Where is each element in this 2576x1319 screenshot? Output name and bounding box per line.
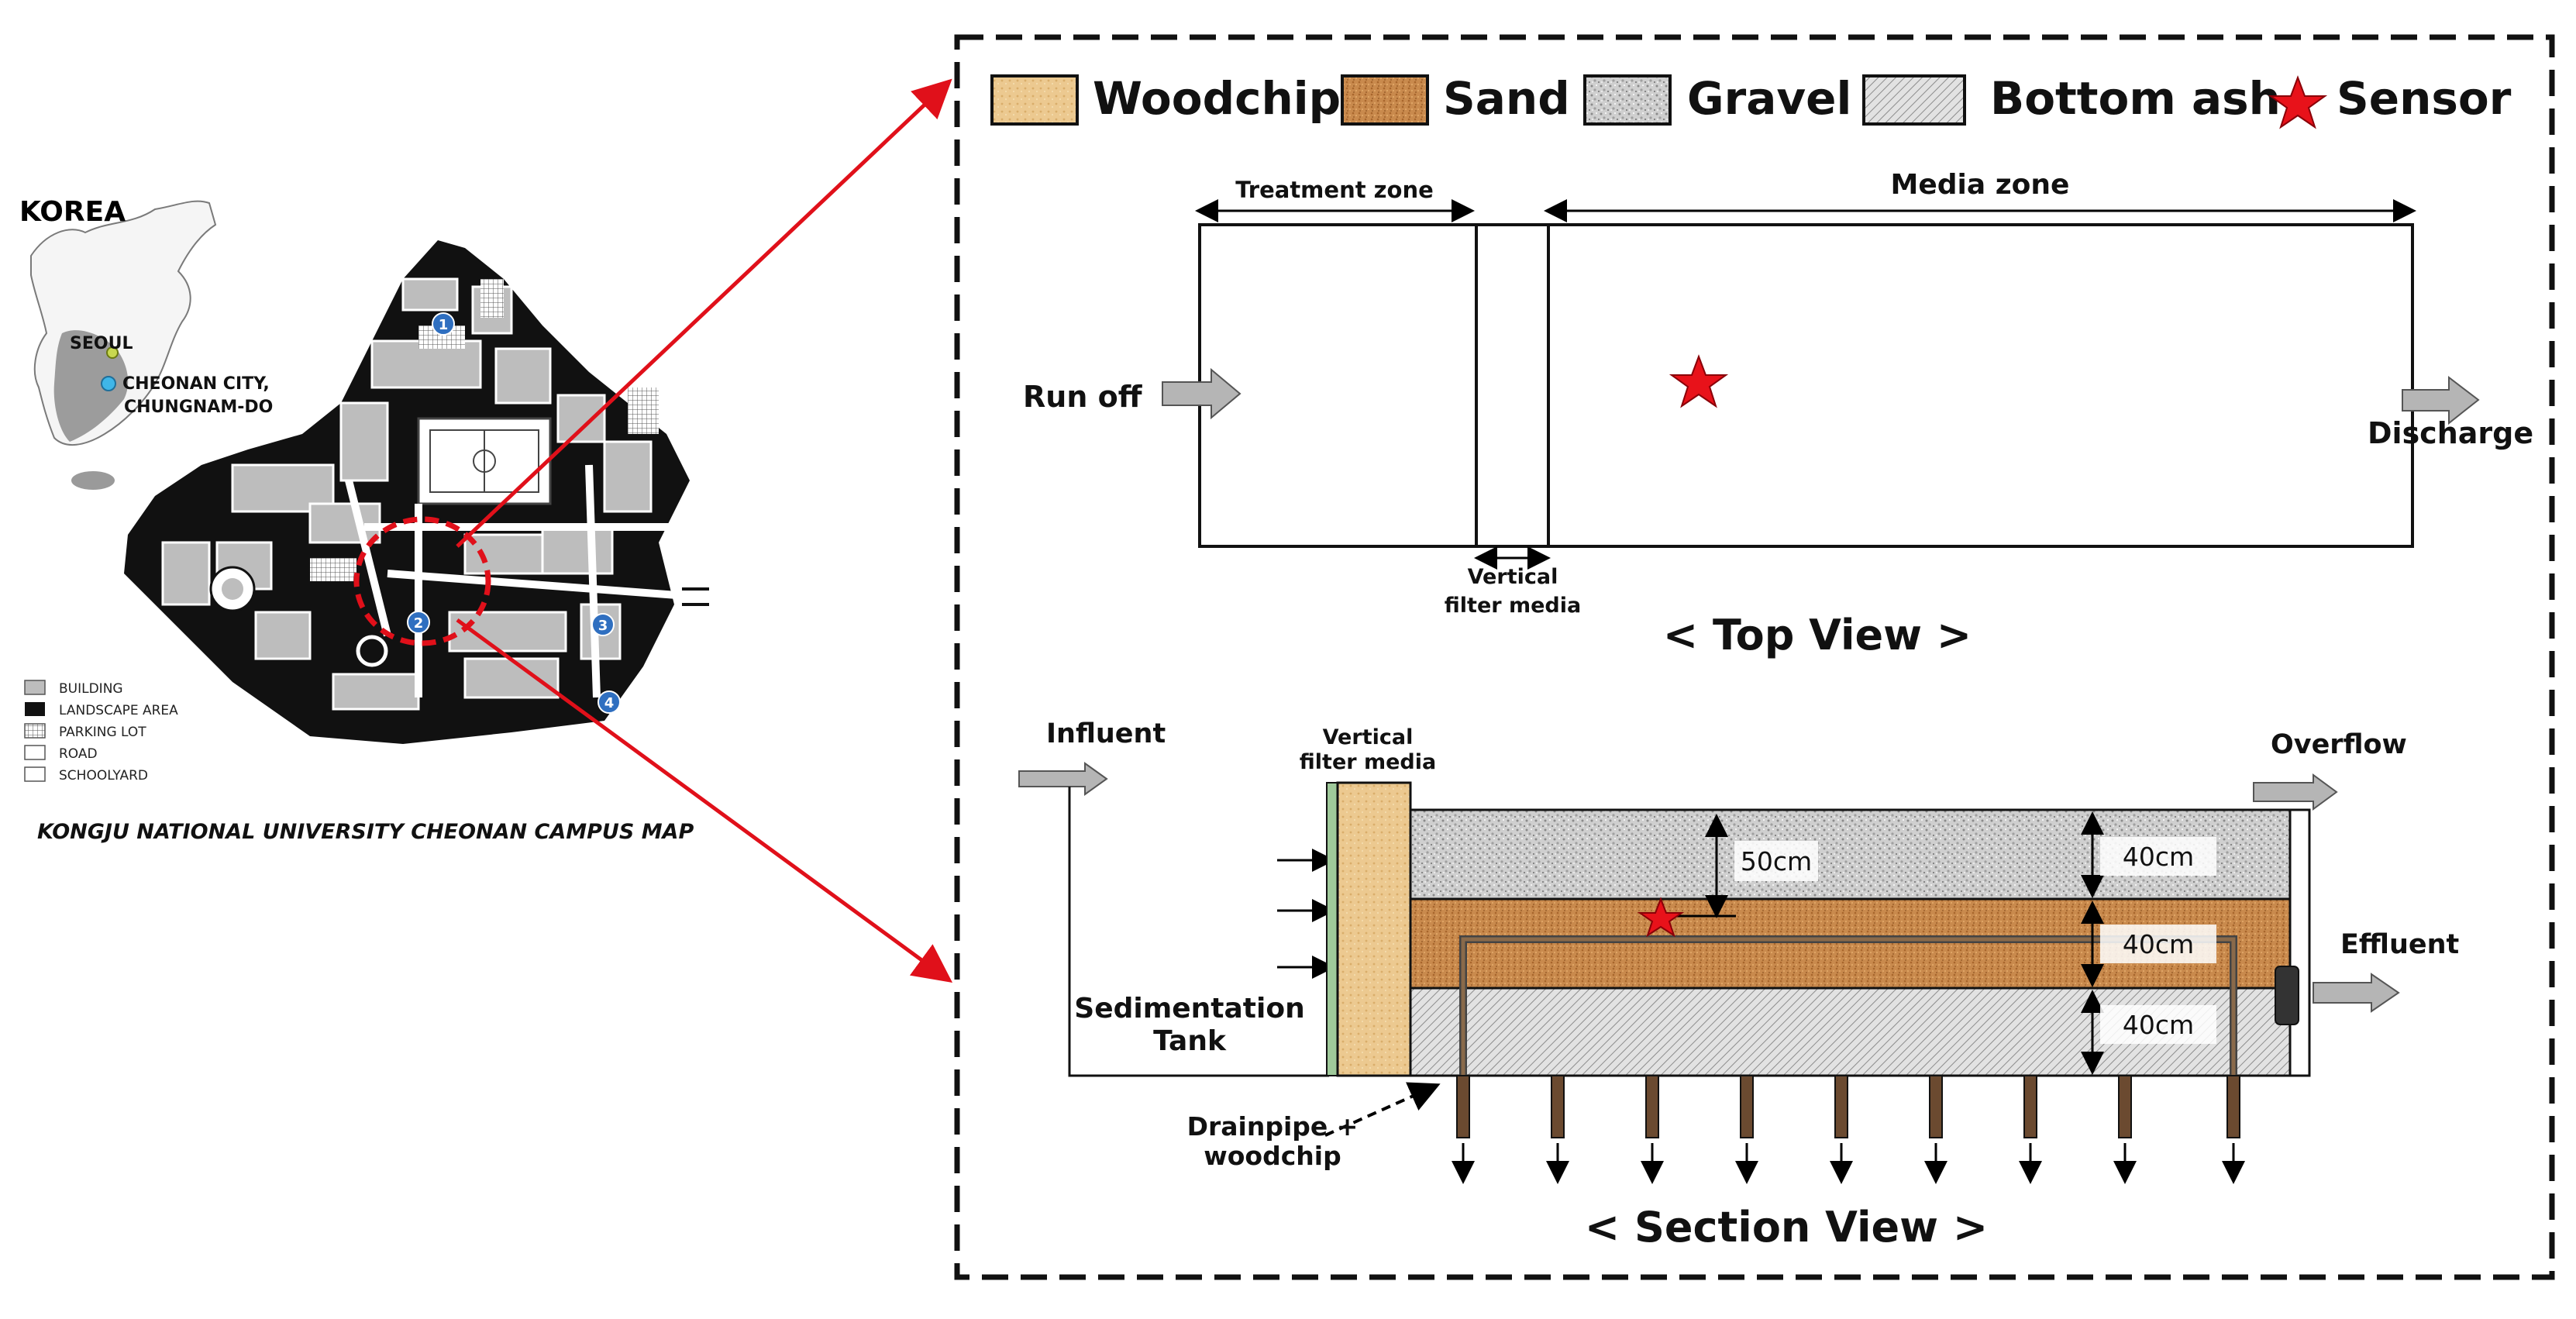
legend-swatch-schoolyard [24, 766, 46, 782]
legend-swatch-woodchip [990, 74, 1079, 126]
legend-woodchip: Woodchip [1093, 72, 1341, 125]
drainpipes [1452, 1075, 2245, 1184]
legend-swatch-parking [24, 723, 46, 739]
legend-swatch-gravel [1583, 74, 1672, 126]
campus-map: KOREA SEOUL CHEONAN CITY, CHUNGNAM-DO [19, 196, 709, 844]
discharge-arrow-icon [2402, 375, 2480, 425]
treatment-zone-label: Treatment zone [1235, 177, 1434, 203]
top-view: Treatment zone Media zone Vertical filte… [1023, 169, 2533, 660]
legend-landscape: LANDSCAPE AREA [59, 703, 178, 718]
map-country-label: KOREA [19, 196, 126, 228]
svg-text:2: 2 [414, 615, 424, 632]
legend-sensor: Sensor [2337, 72, 2512, 125]
section-sensor-star-icon [1637, 897, 1685, 938]
legend-sensor-star-icon [2268, 75, 2328, 129]
drainpipe-label-2: woodchip [1204, 1141, 1341, 1171]
study-site-circle [353, 516, 491, 646]
diagram-frame [954, 34, 2555, 1280]
sedimentation-label-2: Tank [1153, 1025, 1227, 1057]
map-city-label-1: CHEONAN CITY, [122, 374, 270, 394]
section-vertical-label-1: Vertical [1323, 725, 1414, 749]
sensor-depth-label: 50cm [1741, 846, 1812, 876]
campus-plan [124, 240, 709, 744]
media-zone-label: Media zone [1891, 169, 2070, 201]
svg-text:3: 3 [598, 618, 608, 634]
top-view-sensor-star-icon [1669, 354, 1729, 408]
top-vertical-label-2: filter media [1445, 594, 1581, 618]
effluent-valve-icon [2275, 966, 2299, 1025]
vertical-filter-media-column [1336, 781, 1412, 1077]
top-vertical-label-1: Vertical [1468, 565, 1558, 589]
legend-swatch-building [24, 680, 46, 695]
effluent-label: Effluent [2340, 929, 2459, 960]
influent-arrow-icon [1018, 762, 1108, 796]
connector-arrow-top [456, 78, 952, 548]
run-off-label: Run off [1023, 380, 1143, 414]
ash-thickness-label: 40cm [2123, 1010, 2194, 1040]
run-off-arrow-icon [1162, 367, 1242, 420]
overflow-arrow-icon [2253, 773, 2338, 811]
map-seoul-label: SEOUL [70, 334, 133, 353]
legend-swatch-road [24, 745, 46, 760]
section-vertical-label-2: filter media [1300, 750, 1436, 774]
legend-bottom-ash: Bottom ash [1990, 72, 2281, 125]
top-view-title: < Top View > [1663, 611, 1972, 660]
legend-swatch-sand [1341, 74, 1429, 126]
legend-swatch-landscape [25, 702, 45, 716]
top-view-basin [1198, 223, 2414, 548]
site-marker-2: 2 [407, 611, 430, 634]
overflow-label: Overflow [2271, 729, 2407, 760]
sedimentation-label-1: Sedimentation [1074, 993, 1304, 1025]
map-legend: BUILDING LANDSCAPE AREA PARKING LOT ROAD… [24, 680, 178, 783]
legend-schoolyard: SCHOOLYARD [59, 768, 148, 783]
effluent-arrow-icon [2313, 973, 2400, 1013]
section-view: Influent Sedimentation Tank Vertical fil… [1018, 718, 2459, 1252]
legend-swatch-bottom-ash [1862, 74, 1966, 126]
legend-road: ROAD [59, 746, 98, 762]
sedimentation-tank-outline [1068, 787, 1329, 1077]
map-city-label-2: CHUNGNAM-DO [124, 398, 273, 417]
legend-gravel: Gravel [1687, 72, 1851, 125]
discharge-label: Discharge [2368, 416, 2533, 450]
korea-outline-map [30, 200, 217, 490]
legend-building: BUILDING [59, 681, 123, 697]
map-caption: KONGJU NATIONAL UNIVERSITY CHEONAN CAMPU… [37, 820, 694, 844]
site-marker-3: 3 [591, 613, 615, 636]
svg-text:1: 1 [439, 317, 449, 333]
material-legend: Woodchip Sand Gravel Bottom ash Sensor [990, 72, 2512, 129]
influent-label: Influent [1046, 718, 1166, 749]
svg-text:4: 4 [604, 695, 615, 711]
legend-sand: Sand [1443, 72, 1570, 125]
legend-parking: PARKING LOT [59, 725, 146, 740]
connector-arrow-bottom [456, 618, 953, 983]
drainpipe-label-1: Drainpipe + [1187, 1111, 1359, 1142]
site-marker-4: 4 [598, 690, 621, 714]
sand-thickness-label: 40cm [2123, 929, 2194, 959]
section-view-title: < Section View > [1585, 1203, 1988, 1252]
site-marker-1: 1 [432, 312, 455, 336]
gravel-thickness-label: 40cm [2123, 842, 2194, 872]
